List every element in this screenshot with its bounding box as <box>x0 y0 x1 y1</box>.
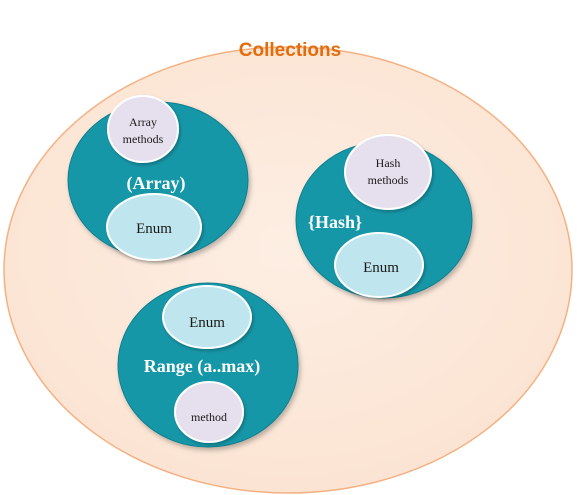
hash-methods-label-line1: Hash <box>376 156 401 170</box>
array-methods-label-line1: Array <box>129 115 157 129</box>
array-methods-circle <box>107 95 179 163</box>
array-enum-label: Enum <box>136 221 172 237</box>
range-label: Range (a..max) <box>144 356 260 377</box>
collections-title: Collections <box>239 40 341 61</box>
hash-enum-label: Enum <box>363 260 399 276</box>
hash-methods-label-line2: methods <box>368 173 409 187</box>
array-methods-label-line2: methods <box>123 132 164 146</box>
array-label: (Array) <box>127 173 186 194</box>
range-method-circle <box>174 381 244 443</box>
range-method-label: method <box>191 410 227 424</box>
range-enum-label: Enum <box>189 315 225 331</box>
hash-group: Hash methods {Hash} Enum <box>295 134 473 299</box>
array-enum-circle <box>106 193 202 261</box>
collections-ellipse <box>3 46 573 494</box>
hash-methods-circle <box>344 134 432 210</box>
hash-label: {Hash} <box>308 212 362 232</box>
hash-enum-circle <box>334 232 424 298</box>
array-group: Array methods (Array) Enum <box>67 95 249 261</box>
range-enum-circle <box>162 285 252 349</box>
range-group: Enum Range (a..max) method <box>117 282 299 448</box>
